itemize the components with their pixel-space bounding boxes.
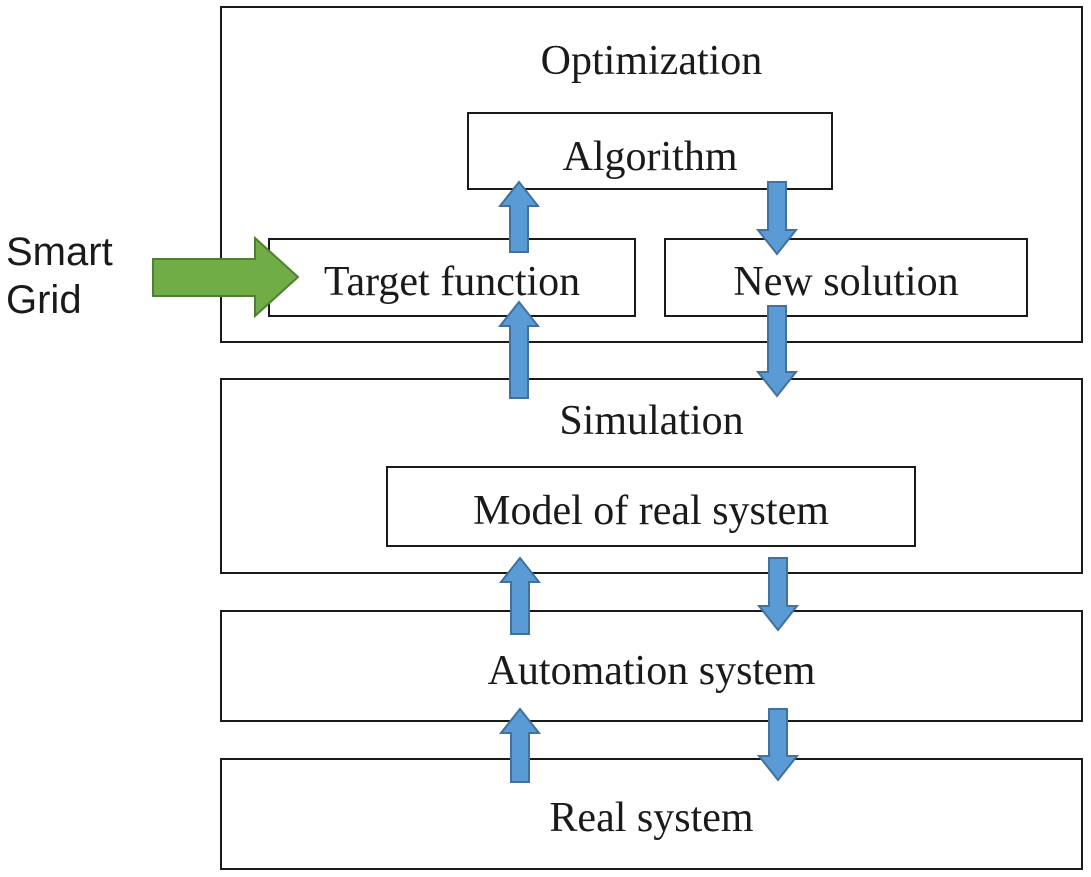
optimization-title: Optimization	[540, 38, 763, 84]
real-system-title: Real system	[549, 795, 754, 841]
model-label: Model of real system	[473, 488, 829, 534]
target-function-label: Target function	[323, 259, 581, 305]
automation-title: Automation system	[487, 648, 816, 694]
algorithm-label: Algorithm	[562, 134, 738, 180]
up-arrow-simulation-to-target	[497, 300, 541, 399]
simulation-title: Simulation	[559, 398, 744, 444]
smart-grid-line-2: Grid	[6, 278, 82, 322]
down-arrow-model-to-automation	[756, 557, 800, 632]
up-arrow-automation-to-model	[498, 556, 542, 635]
smart-grid-line-1: Smart	[6, 230, 113, 274]
up-arrow-real-to-automation	[498, 707, 542, 783]
smart-grid-label: Smart Grid	[6, 228, 113, 324]
new-solution-box	[664, 238, 1028, 317]
up-arrow-target-to-algorithm	[497, 180, 541, 253]
algorithm-box	[467, 112, 833, 190]
automation-layer	[220, 610, 1083, 722]
smart-grid-input-arrow	[152, 235, 300, 319]
down-arrow-new-solution-to-simulation	[755, 305, 799, 398]
model-box	[386, 466, 916, 547]
down-arrow-automation-to-real	[756, 708, 800, 782]
real-system-layer	[220, 758, 1083, 870]
target-function-box	[268, 238, 636, 317]
new-solution-label: New solution	[733, 259, 959, 305]
down-arrow-algorithm-to-new-solution	[755, 181, 799, 256]
